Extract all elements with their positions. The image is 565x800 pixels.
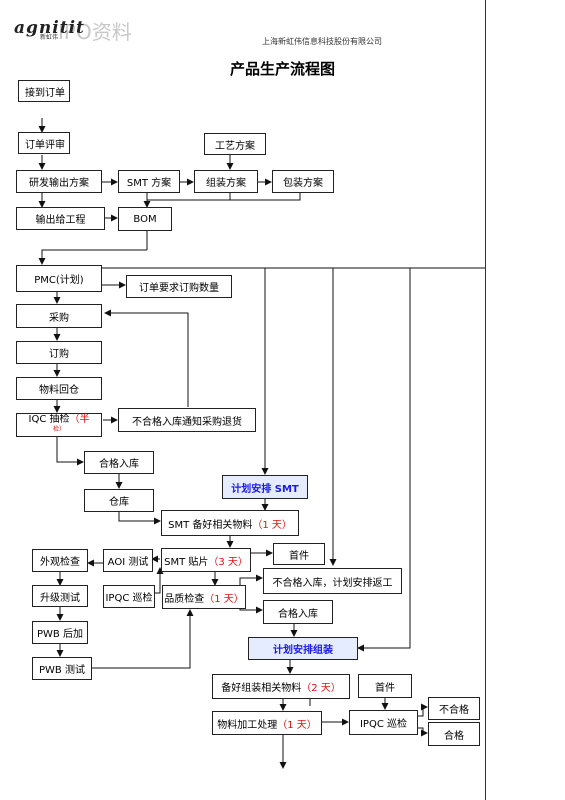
node-assembly-plan: 组装方案 [194, 170, 258, 193]
arrow-ipqc-to-mount [155, 567, 164, 594]
node-unqualified-rework: 不合格入库，计划安排返工 [263, 568, 402, 594]
node-purchasing: 采购 [16, 304, 102, 328]
arrow-quality-to-rework [239, 574, 263, 585]
node-aoi-test: AOI 测试 [103, 549, 153, 572]
material-process-duration: （1 天） [277, 719, 317, 731]
iqc-label: IQC 抽检 [28, 414, 70, 425]
node-warehouse: 仓库 [84, 489, 154, 512]
node-qualified-in: 合格入库 [84, 451, 154, 474]
arrow-pmc-to-schedule-assembly [357, 268, 411, 652]
node-assembly-prepare: 备好组装相关物料（2 天） [212, 674, 350, 699]
node-order-quantity: 订单要求订购数量 [126, 275, 232, 298]
node-smt-prepare: SMT 备好相关物料（1 天） [161, 510, 299, 536]
company-logo: agnitit [14, 18, 85, 38]
page-title: 产品生产流程图 [229, 60, 335, 78]
material-process-label: 物料加工处理 [217, 719, 278, 731]
watermark: IPO资料 [58, 20, 132, 44]
quality-check-label: 品质检查 [164, 593, 205, 605]
arrow-pwb-test-to-quality [92, 609, 194, 669]
arrow-ipqc-to-qualified [418, 727, 428, 737]
smt-mount-label: SMT 贴片 [164, 556, 209, 568]
node-smt-mount: SMT 贴片（3 天） [161, 548, 251, 572]
node-receive-order: 接到订单 [18, 80, 70, 102]
node-process-plan: 工艺方案 [204, 133, 266, 155]
node-qualified: 合格 [428, 722, 480, 746]
quality-check-duration: （1 天） [204, 593, 244, 605]
node-first-piece-2: 首件 [358, 674, 412, 698]
arrow-unqualified-to-purchase [104, 309, 189, 407]
node-appearance-check: 外观检查 [32, 549, 88, 572]
node-ipqc-patrol-1: IPQC 巡检 [103, 585, 155, 608]
node-unqualified-return: 不合格入库通知采购退货 [118, 408, 256, 432]
node-unqualified: 不合格 [428, 697, 480, 720]
node-material-process: 物料加工处理（1 天） [212, 711, 322, 735]
line-plans-join [146, 193, 301, 201]
arrow-bom-to-pmc [38, 249, 147, 265]
iqc-note-2: 检） [52, 426, 65, 433]
node-pwb-add: PWB 后加 [32, 621, 88, 644]
node-output-engineering: 输出给工程 [16, 207, 105, 230]
smt-mount-duration: （3 天） [208, 556, 248, 568]
node-qualified-in-2: 合格入库 [263, 600, 333, 624]
assembly-prepare-duration: （2 天） [301, 683, 341, 694]
node-ordering: 订购 [16, 341, 102, 364]
smt-prepare-label: SMT 备好相关物料 [168, 519, 253, 531]
node-rd-plan: 研发输出方案 [16, 170, 102, 193]
node-smt-plan: SMT 方案 [118, 170, 180, 193]
node-schedule-smt: 计划安排 SMT [222, 475, 308, 499]
company-name: 上海新虹伟信息科技股份有限公司 [262, 37, 382, 46]
node-quality-check: 品质检查（1 天） [162, 585, 246, 609]
node-packaging-plan: 包装方案 [272, 170, 334, 193]
node-first-piece-1: 首件 [273, 543, 325, 565]
page-divider-line [485, 0, 486, 800]
node-material-return: 物料回仓 [16, 377, 102, 400]
node-schedule-assembly: 计划安排组装 [248, 637, 358, 660]
node-bom: BOM [118, 207, 172, 231]
assembly-prepare-label: 备好组装相关物料 [221, 683, 302, 694]
company-logo-subtext: 新虹伟 [40, 34, 59, 41]
node-iqc: IQC 抽检（半 检） [16, 413, 102, 437]
node-pwb-test: PWB 测试 [32, 657, 92, 680]
iqc-note: （半 [69, 414, 90, 425]
node-pmc: PMC(计划) [16, 265, 102, 292]
node-order-review: 订单评审 [18, 132, 70, 154]
arrow-warehouse-to-smt-prepare [118, 512, 161, 525]
smt-prepare-duration: （1 天） [252, 519, 292, 531]
arrow-iqc-to-qualified [56, 437, 84, 466]
node-upgrade-test: 升级测试 [32, 585, 88, 607]
node-ipqc-patrol-2: IPQC 巡检 [349, 710, 418, 735]
arrow-ipqc-to-unqualified [418, 703, 428, 717]
